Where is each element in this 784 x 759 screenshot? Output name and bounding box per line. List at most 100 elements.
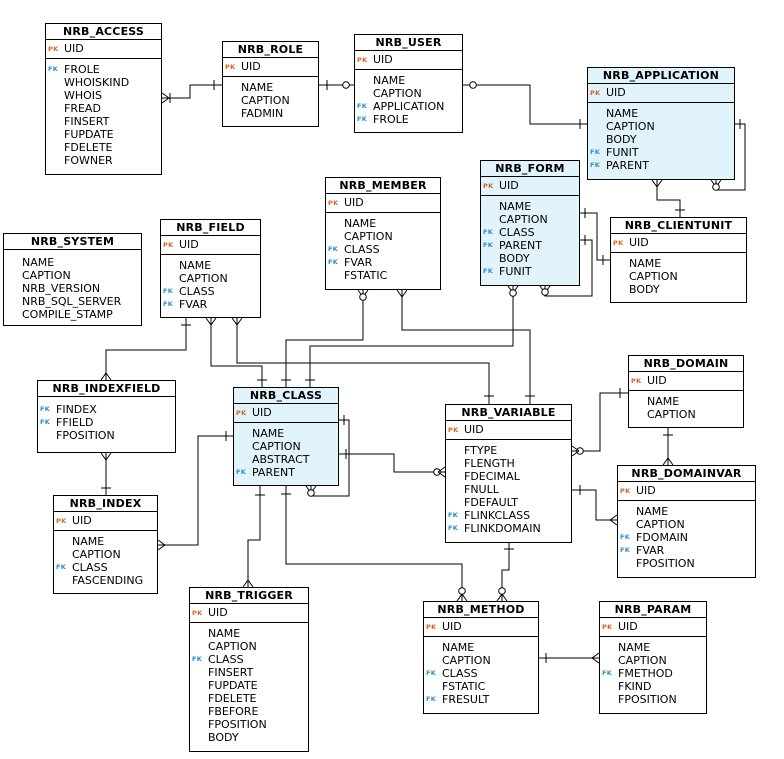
- attribute-row[interactable]: NAME: [234, 427, 338, 440]
- attribute-row[interactable]: CAPTION: [600, 654, 706, 667]
- attribute-row[interactable]: NAME: [618, 505, 755, 518]
- attribute-row[interactable]: FINSERT: [190, 666, 308, 679]
- attribute-row[interactable]: CAPTION: [4, 269, 141, 282]
- attribute-row[interactable]: NAME: [326, 217, 440, 230]
- attribute-row[interactable]: NAME: [223, 81, 318, 94]
- attribute-row[interactable]: NRB_SQL_SERVER: [4, 295, 141, 308]
- attribute-row[interactable]: NAME: [481, 200, 579, 213]
- attribute-row[interactable]: FUPDATE: [46, 128, 161, 141]
- attribute-row[interactable]: FDECIMAL: [446, 470, 571, 483]
- attribute-row[interactable]: NAME: [629, 395, 743, 408]
- attribute-row[interactable]: FDELETE: [46, 141, 161, 154]
- attribute-row[interactable]: FADMIN: [223, 107, 318, 120]
- attribute-row[interactable]: CAPTION: [481, 213, 579, 226]
- attribute-row[interactable]: FDEFAULT: [446, 496, 571, 509]
- attribute-row[interactable]: NAME: [190, 627, 308, 640]
- attribute-row[interactable]: FDELETE: [190, 692, 308, 705]
- attribute-row[interactable]: FASCENDING: [54, 574, 157, 587]
- attribute-row[interactable]: COMPILE_STAMP: [4, 308, 141, 321]
- attribute-row[interactable]: NAME: [600, 641, 706, 654]
- attribute-row[interactable]: CAPTION: [223, 94, 318, 107]
- attribute-row[interactable]: FNULL: [446, 483, 571, 496]
- attribute-row[interactable]: BODY: [481, 252, 579, 265]
- attribute-row[interactable]: FPOSITION: [38, 429, 175, 442]
- attribute-row[interactable]: FSTATIC: [326, 269, 440, 282]
- attribute-row[interactable]: BODY: [588, 133, 734, 146]
- attribute-row[interactable]: FPOSITION: [600, 693, 706, 706]
- attribute-row[interactable]: FBEFORE: [190, 705, 308, 718]
- attribute-row[interactable]: CAPTION: [234, 440, 338, 453]
- attribute-row[interactable]: NAME: [161, 259, 260, 272]
- attribute-row[interactable]: NAME: [54, 535, 157, 548]
- attribute-row[interactable]: NAME: [424, 641, 538, 654]
- attribute-row[interactable]: CAPTION: [326, 230, 440, 243]
- attribute-row[interactable]: CAPTION: [629, 408, 743, 421]
- attribute-row[interactable]: NRB_VERSION: [4, 282, 141, 295]
- attribute-row[interactable]: FUPDATE: [190, 679, 308, 692]
- attribute-row[interactable]: FSTATIC: [424, 680, 538, 693]
- attribute-row[interactable]: CAPTION: [190, 640, 308, 653]
- attribute-row[interactable]: CAPTION: [54, 548, 157, 561]
- attribute-row[interactable]: CAPTION: [355, 87, 462, 100]
- attribute-row[interactable]: FPOSITION: [618, 557, 755, 570]
- attribute-row[interactable]: NAME: [355, 74, 462, 87]
- attribute-row[interactable]: BODY: [611, 283, 746, 296]
- attribute-row[interactable]: FKIND: [600, 680, 706, 693]
- attribute-row[interactable]: FPOSITION: [190, 718, 308, 731]
- attribute-row[interactable]: CAPTION: [618, 518, 755, 531]
- attribute-row[interactable]: NAME: [611, 257, 746, 270]
- attribute-row[interactable]: FOWNER: [46, 154, 161, 167]
- attribute-row[interactable]: WHOIS: [46, 89, 161, 102]
